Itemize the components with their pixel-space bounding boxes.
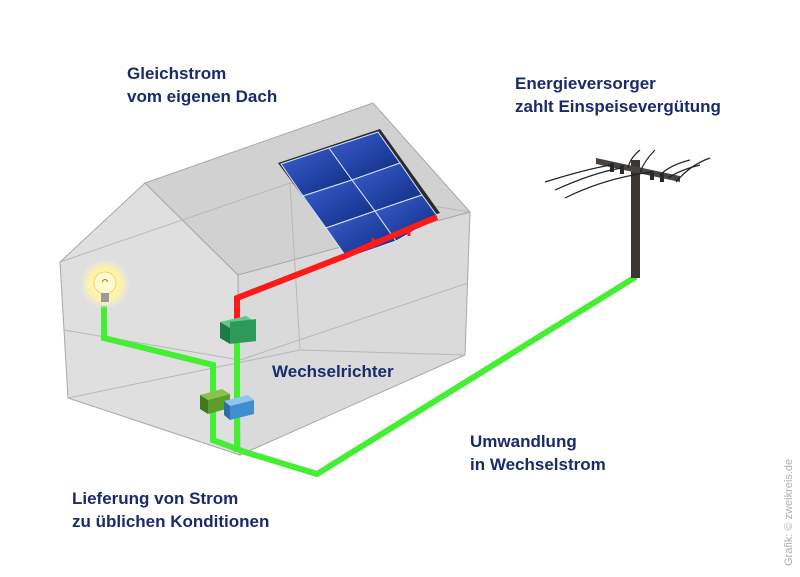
light-bulb-icon <box>80 259 130 309</box>
conversion-label-line1: Umwandlung <box>470 432 577 451</box>
solar-cells <box>280 131 439 259</box>
power-lines <box>544 149 711 199</box>
roof-dc-label: Gleichstrom vom eigenen Dach <box>127 62 277 108</box>
solar-panel-icon <box>278 129 440 259</box>
image-credit: Grafik: © zweikreis.de <box>783 458 795 566</box>
utility-label: Energieversorger zahlt Einspeisevergütun… <box>515 72 721 118</box>
utility-label-line1: Energieversorger <box>515 74 656 93</box>
delivery-label-line1: Lieferung von Strom <box>72 489 239 508</box>
utility-label-line2: zahlt Einspeisevergütung <box>515 97 721 116</box>
delivery-label-line2: zu üblichen Konditionen <box>72 512 270 531</box>
delivery-label: Lieferung von Strom zu üblichen Konditio… <box>72 487 269 533</box>
pole-insulators <box>610 163 664 182</box>
conversion-label-line2: in Wechselstrom <box>470 455 606 474</box>
roof-dc-label-line2: vom eigenen Dach <box>127 87 278 106</box>
inverter-label: Wechselrichter <box>272 360 394 383</box>
dc-wire <box>234 214 439 320</box>
inverter-label-text: Wechselrichter <box>272 362 394 381</box>
roof-dc-label-line1: Gleichstrom <box>127 64 227 83</box>
meter-box-icon <box>200 389 254 420</box>
conversion-label: Umwandlung in Wechselstrom <box>470 430 606 476</box>
inverter-box-icon <box>220 316 256 344</box>
power-pole-icon <box>544 149 711 278</box>
ac-wire <box>101 270 637 478</box>
